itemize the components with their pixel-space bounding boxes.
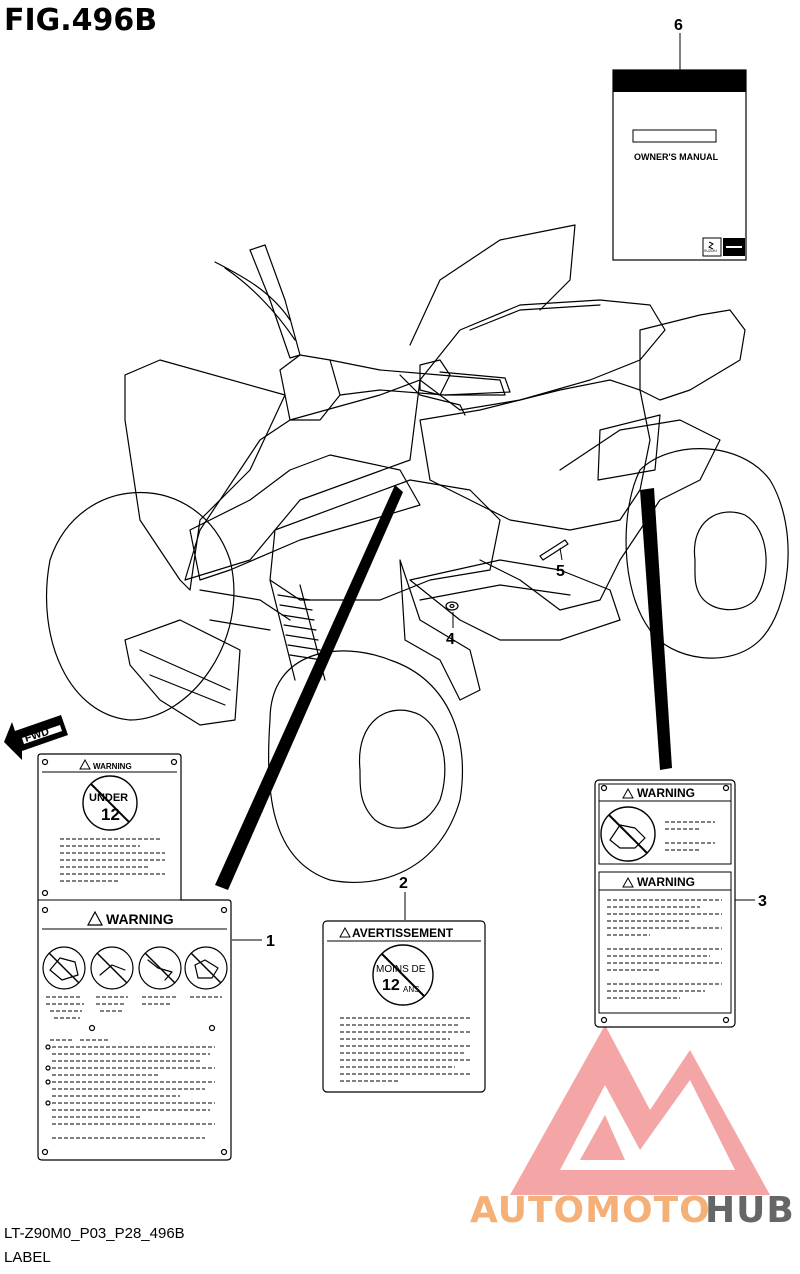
callout-3: 3 [758, 893, 767, 910]
callout-1: 1 [266, 933, 275, 950]
manual-brand-mark: SUZUKI [704, 249, 717, 253]
part-5-pin [539, 539, 569, 561]
callout-4: 4 [446, 631, 455, 648]
callout-6: 6 [674, 17, 683, 34]
fwd-arrow: FWD [4, 715, 68, 760]
watermark-text-part2: HUB [705, 1190, 795, 1231]
label-1-badge-line2: 12 [101, 805, 120, 824]
warning-label-3: WARNING WARNING [594, 779, 736, 1028]
label-3-top-heading: WARNING [637, 786, 695, 800]
callout-2: 2 [399, 875, 408, 892]
label-2-badge-line1: MOINS DE [376, 964, 426, 975]
avertissement-label-2: AVERTISSEMENT MOINS DE 12 ANS [322, 920, 486, 1093]
label-3-bottom-heading: WARNING [637, 875, 695, 889]
warning-label-1: WARNING UNDER 12 WARNING [37, 753, 232, 1161]
part-4-washer [445, 601, 459, 611]
leader-lines [215, 33, 755, 941]
figure-section: LABEL [4, 1249, 51, 1266]
label-2-badge-line3: ANS [403, 985, 419, 994]
label-2-heading: AVERTISSEMENT [352, 926, 454, 940]
watermark-text-part1: AUTOMOTO [470, 1190, 711, 1231]
label-1-badge-line1: UNDER [89, 792, 128, 804]
atv-illustration [46, 224, 789, 883]
manual-title: OWNER'S MANUAL [634, 152, 719, 162]
label-1-main-heading: WARNING [106, 911, 174, 927]
watermark-logo [510, 1025, 770, 1195]
callout-5: 5 [556, 563, 565, 580]
figure-code: LT-Z90M0_P03_P28_496B [4, 1225, 185, 1242]
label-2-badge-line2: 12 [382, 977, 400, 994]
figure-title: FIG.496B [4, 3, 157, 38]
label-1-top-heading: WARNING [93, 762, 132, 771]
owners-manual: OWNER'S MANUAL SUZUKI [612, 69, 747, 261]
